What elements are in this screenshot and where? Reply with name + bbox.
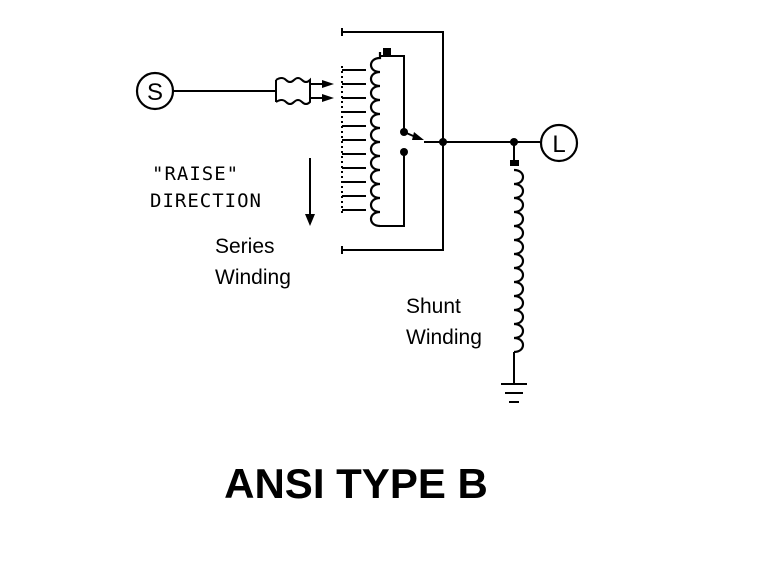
raise-direction-arrow-icon: [305, 158, 315, 226]
junction-dot-frame: [439, 138, 447, 146]
series-winding-label-line1: Series: [215, 235, 275, 258]
raise-label-line2: DIRECTION: [150, 190, 262, 212]
raise-label-line1: "RAISE": [152, 163, 239, 185]
shunt-polarity-mark: [510, 160, 519, 166]
ct-arrow-lower: [322, 94, 334, 102]
tap-lines: [342, 69, 366, 211]
shunt-winding-label-line2: Winding: [406, 326, 482, 349]
load-terminal-circle: [539, 123, 579, 163]
reversing-switch-arrow: [412, 132, 424, 140]
ground-icon: [501, 383, 527, 403]
series-winding-coil: [369, 52, 382, 228]
load-terminal-label: L: [552, 131, 565, 158]
series-winding-taps: [341, 66, 366, 214]
shunt-winding-coil: [513, 168, 525, 354]
series-winding-loop: [380, 55, 405, 227]
shunt-winding-label-line1: Shunt: [406, 295, 461, 318]
ct-arrow-upper: [322, 80, 334, 88]
source-terminal: S: [135, 71, 175, 111]
reversing-contact-lower: [400, 148, 408, 156]
load-terminal: L: [539, 123, 579, 163]
current-transformer-coil: [275, 77, 311, 105]
diagram-title: ANSI TYPE B: [224, 460, 488, 507]
source-terminal-label: S: [147, 79, 163, 106]
series-winding-polarity-mark: [383, 48, 391, 56]
current-transformer: [275, 77, 334, 105]
series-winding-label-line2: Winding: [215, 266, 291, 289]
